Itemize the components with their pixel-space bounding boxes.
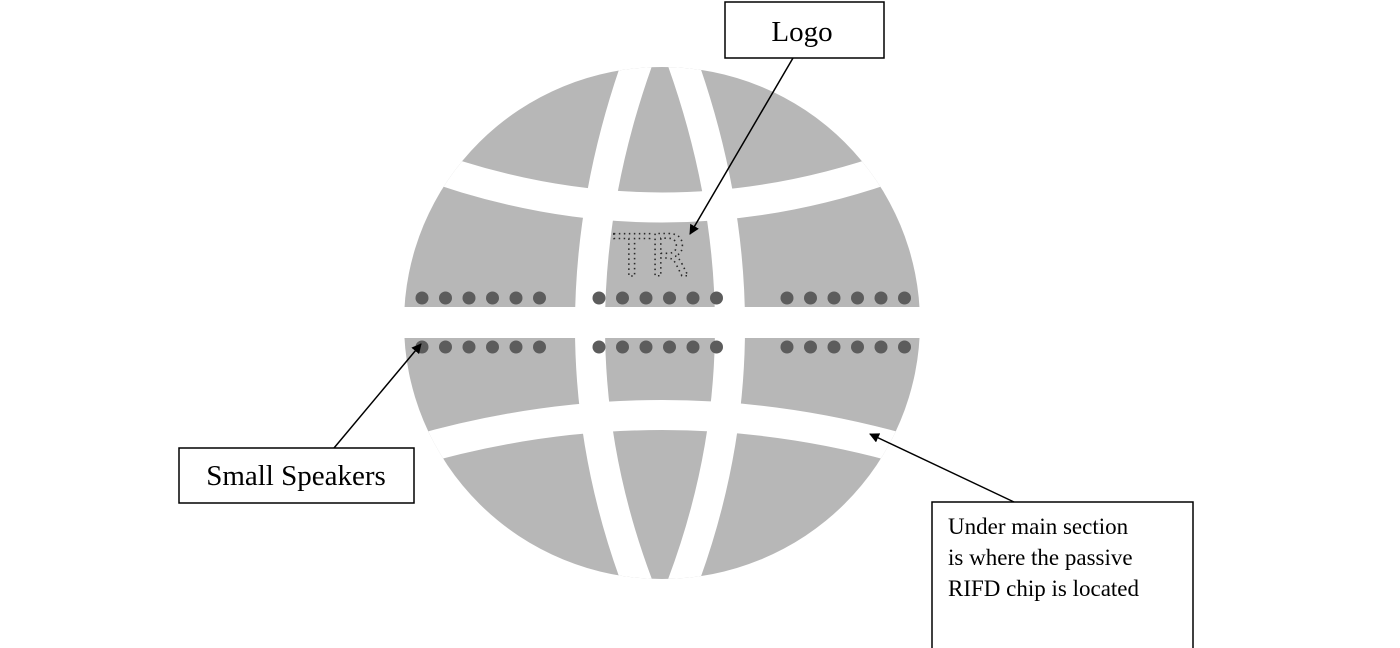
speaker-dot-left-row1 [462, 291, 476, 305]
speaker-dot-left-row1 [486, 291, 499, 305]
rfid-callout-line-1: Under main section [948, 514, 1129, 539]
rfid-callout-box [931, 501, 1194, 648]
speaker-dot-center-row1 [663, 291, 676, 305]
speaker-dot-right-row1 [874, 291, 888, 305]
speaker-dot-right-row2 [827, 340, 841, 354]
speaker-dot-center-row2 [686, 340, 700, 354]
speaker-dot-right-row1 [804, 291, 817, 305]
speaker-dot-center-row2 [710, 340, 723, 354]
speaker-dot-center-row1 [639, 291, 653, 305]
speaker-dot-center-row1 [710, 291, 723, 305]
speaker-dot-center-row2 [639, 340, 653, 354]
rfid-callout-line-2: is where the passive [948, 545, 1133, 570]
speaker-dot-left-row2 [415, 340, 429, 354]
logo-callout-label: Logo [771, 16, 832, 48]
speaker-dot-left-row2 [533, 340, 546, 354]
speaker-dot-right-row1 [827, 291, 841, 305]
logo-callout-box [724, 1, 885, 59]
speaker-dot-right-row2 [780, 340, 794, 354]
speaker-dot-right-row2 [874, 340, 888, 354]
globe-latitude-upper [404, 141, 920, 223]
speaker-dot-left-row2 [462, 340, 476, 354]
speaker-dot-left-row2 [509, 340, 523, 354]
speaker-dot-right-row1 [851, 291, 864, 305]
logo-mark: TR [613, 222, 690, 290]
speaker-dot-left-row1 [439, 291, 452, 305]
speakers-callout-box [178, 447, 415, 504]
speaker-dot-left-row1 [509, 291, 523, 305]
rfid-callout-arrow [869, 433, 1015, 503]
speaker-dot-left-row1 [415, 291, 429, 305]
speaker-dot-center-row2 [592, 340, 606, 354]
speaker-dot-right-row1 [898, 291, 911, 305]
globe-equator-band [395, 307, 930, 338]
speaker-grilles [415, 291, 911, 354]
speaker-dot-center-row1 [592, 291, 606, 305]
speaker-dot-left-row2 [439, 340, 452, 354]
speaker-dot-center-row1 [686, 291, 700, 305]
speaker-dot-center-row2 [616, 340, 629, 354]
speaker-dot-left-row2 [486, 340, 499, 354]
globe [395, 67, 930, 579]
speakers-callout-arrow [333, 343, 422, 449]
speaker-dot-right-row2 [804, 340, 817, 354]
speaker-dot-right-row2 [898, 340, 911, 354]
speaker-dot-center-row2 [663, 340, 676, 354]
rfid-callout-line-3: RIFD chip is located [948, 576, 1139, 601]
speaker-dot-right-row2 [851, 340, 864, 354]
speaker-dot-left-row1 [533, 291, 546, 305]
globe-latitude-lower [404, 400, 920, 470]
logo-callout-arrow [689, 57, 794, 235]
speaker-dot-center-row1 [616, 291, 629, 305]
speakers-callout-label: Small Speakers [206, 460, 386, 492]
speaker-dot-right-row1 [780, 291, 794, 305]
